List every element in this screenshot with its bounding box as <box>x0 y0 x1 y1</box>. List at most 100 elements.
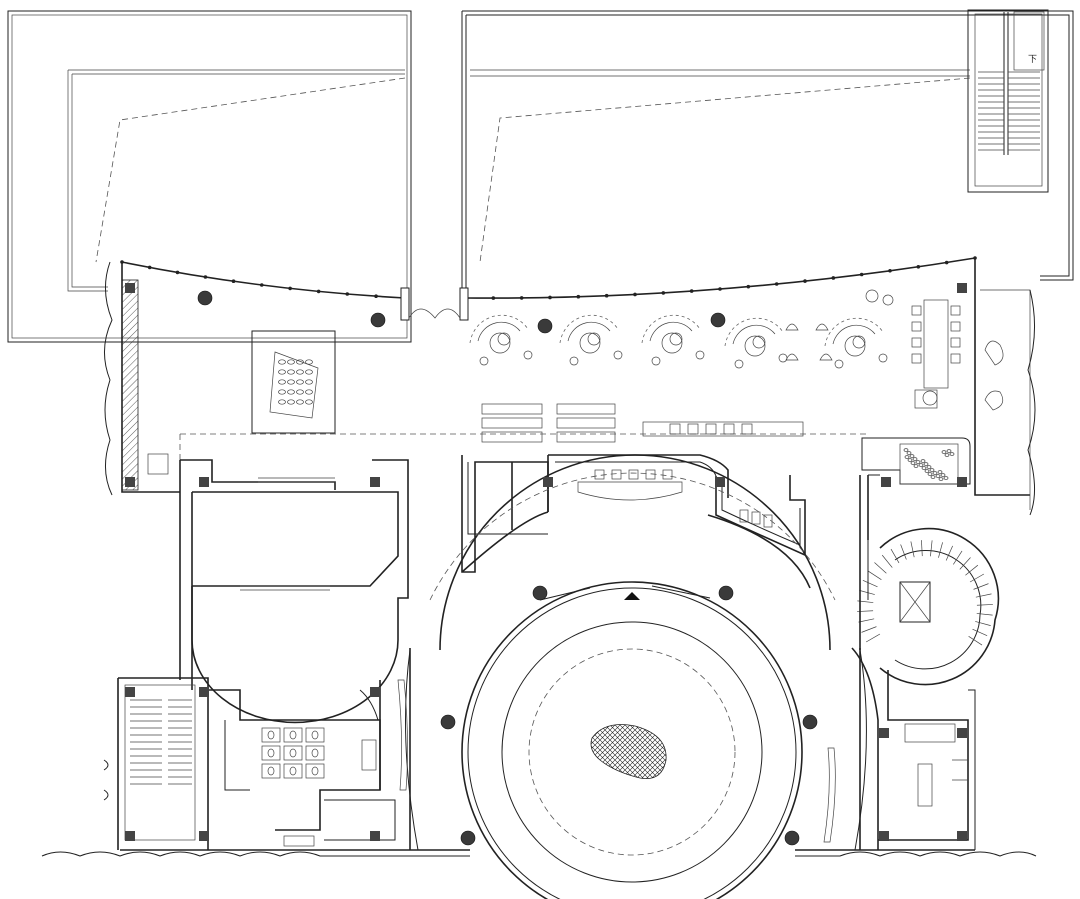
board-blob <box>278 369 286 375</box>
board-blob <box>296 359 304 365</box>
spiral-step <box>862 580 878 588</box>
pebble <box>910 461 916 465</box>
chair <box>785 323 799 331</box>
pebble <box>944 453 950 457</box>
mullion <box>147 265 152 270</box>
board-blob <box>305 359 313 365</box>
toilet-stall <box>261 763 281 779</box>
auditorium <box>397 454 867 899</box>
board-blob <box>287 359 295 365</box>
right-service-rooms <box>851 647 976 850</box>
toilet <box>289 766 297 776</box>
benches <box>481 403 804 443</box>
chair <box>950 321 961 332</box>
stool <box>734 359 744 369</box>
spiral-step <box>900 544 907 560</box>
toilet-stall <box>283 763 303 779</box>
mullion <box>519 296 524 300</box>
counter-chair <box>662 469 673 480</box>
mullion <box>859 272 864 277</box>
mullion <box>288 286 292 291</box>
sofa-arc <box>649 321 693 342</box>
mullion <box>718 287 722 291</box>
board-blob <box>296 379 304 385</box>
room-semicircle <box>179 459 409 724</box>
pebble <box>941 450 947 454</box>
spiral-step <box>959 557 971 570</box>
mullion <box>374 294 378 299</box>
chair <box>819 353 833 361</box>
round-column <box>802 714 818 730</box>
spiral-step <box>874 562 887 574</box>
mullion <box>175 270 180 275</box>
table-inner <box>852 335 866 349</box>
square-column <box>125 477 135 487</box>
round-column <box>370 312 386 328</box>
spiral-step <box>969 573 985 583</box>
toilet-stall <box>261 727 281 743</box>
mullion <box>548 295 552 300</box>
mullion <box>604 293 609 298</box>
pebble <box>920 459 926 463</box>
pebble <box>921 466 927 470</box>
counter-chair <box>645 469 656 480</box>
spiral-step <box>930 540 933 557</box>
square-column <box>199 477 209 487</box>
spiral-step <box>881 554 893 568</box>
round-column <box>718 585 734 601</box>
pebble <box>938 477 944 481</box>
board-blob <box>305 389 313 395</box>
round-column <box>784 830 800 846</box>
toilet <box>267 766 275 776</box>
table-inner <box>752 335 766 349</box>
square-column <box>881 477 891 487</box>
seat-arc <box>469 314 529 344</box>
dining-tables <box>911 299 961 409</box>
square-column <box>125 283 135 293</box>
mullion <box>803 279 807 283</box>
sofa-arc <box>567 321 611 342</box>
toilet <box>311 730 319 740</box>
toilet-stall <box>305 763 325 779</box>
pebble <box>930 475 936 479</box>
square-columns <box>125 283 967 841</box>
counter-chair <box>611 469 622 480</box>
pebble <box>906 451 912 455</box>
pebble <box>937 470 943 474</box>
board-blob <box>278 379 286 385</box>
toilet <box>311 748 319 758</box>
stool <box>523 350 533 360</box>
mullion <box>689 289 694 293</box>
toilet-stall <box>283 727 303 743</box>
spiral-step <box>976 613 993 616</box>
sofa-arc <box>732 324 776 345</box>
board-blob <box>287 389 295 395</box>
main-hall-outline <box>104 258 1036 516</box>
square-column <box>543 477 553 487</box>
board-blob <box>287 399 295 405</box>
toilet <box>267 748 275 758</box>
spiral-step <box>972 628 988 636</box>
pebble <box>903 448 909 452</box>
board-blob <box>287 379 295 385</box>
table <box>661 332 683 354</box>
board-blob <box>296 369 304 375</box>
square-column <box>199 687 209 697</box>
spiral-step <box>859 590 875 595</box>
mullion <box>203 275 208 279</box>
spiral-step <box>865 633 881 643</box>
table <box>844 335 866 357</box>
mullion <box>661 291 666 295</box>
central-services <box>461 454 811 589</box>
pebble <box>949 452 955 456</box>
sofa-arc <box>832 324 876 345</box>
chair <box>911 321 922 332</box>
square-column <box>370 831 380 841</box>
terrace-right <box>461 10 1074 292</box>
toilet-stall <box>283 745 303 761</box>
spiral-step <box>945 545 953 561</box>
planter <box>865 289 879 303</box>
spiral-step <box>973 583 989 590</box>
board-blob <box>278 389 286 395</box>
